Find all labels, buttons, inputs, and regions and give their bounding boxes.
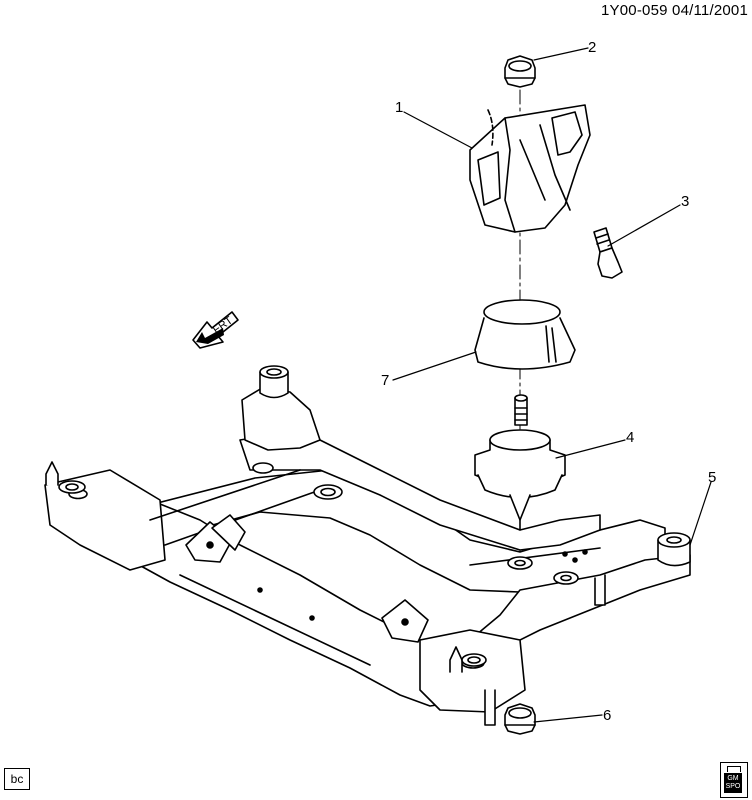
callout-3: 3 [681, 193, 689, 210]
part-7-insulator [474, 299, 576, 370]
gm-spo-logo: GM SPO [720, 762, 748, 798]
part-5-bushing [657, 532, 691, 567]
locating-pin-front-left [45, 461, 86, 494]
logo-text: GM SPO [724, 773, 742, 793]
tower-bushing [259, 365, 289, 399]
part-4-engine-mount [474, 394, 566, 531]
callout-2: 2 [588, 39, 596, 56]
diagram-code: 1Y00-059 04/11/2001 [601, 2, 748, 19]
callout-4: 4 [626, 429, 634, 446]
callout-7: 7 [381, 372, 389, 389]
part-1-bracket [469, 104, 591, 233]
part-3-bolt [593, 227, 623, 279]
callout-6: 6 [603, 707, 611, 724]
callout-5: 5 [708, 469, 716, 486]
bc-badge: bc [4, 768, 30, 790]
leader-lines [392, 47, 712, 723]
front-direction-arrow-icon [192, 311, 239, 349]
locating-pin-front-right [449, 646, 487, 673]
callout-1: 1 [395, 99, 403, 116]
frame-cradle [44, 387, 691, 726]
part-6-nut [504, 703, 536, 735]
part-2-nut [504, 55, 536, 88]
logo-cap-shape [727, 766, 741, 772]
